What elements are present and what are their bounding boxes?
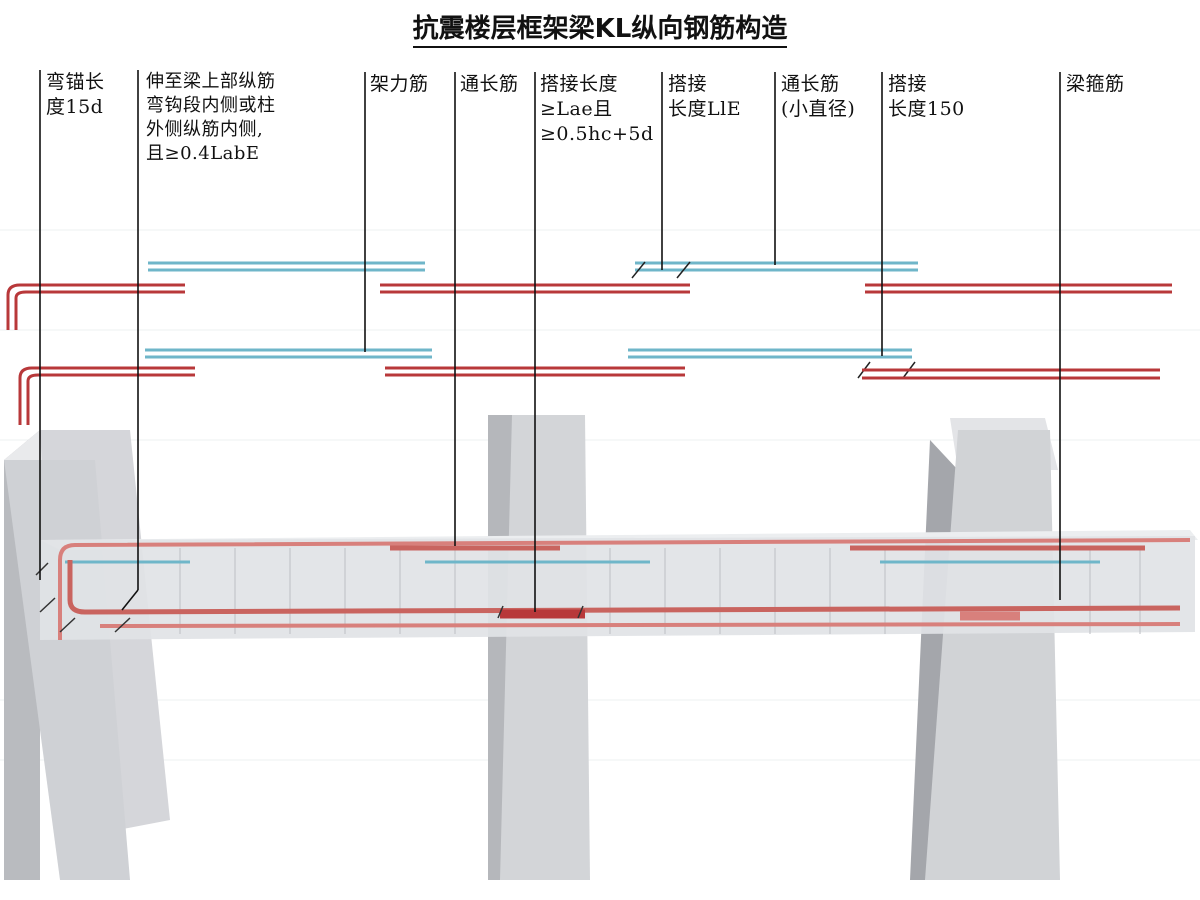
beam-top-rebar-left-hook bbox=[58, 538, 1191, 640]
top-row-left-hook bbox=[6, 283, 185, 330]
label-bend-anchor: 弯锚长 度15d bbox=[46, 71, 105, 118]
label-lap-length: 搭接长度 ≥Lae且 ≥0.5hc+5d bbox=[540, 73, 654, 145]
exploded-second-row bbox=[18, 348, 1160, 425]
beam-bottom-tick-1 bbox=[39, 597, 56, 613]
label-extend-to-top: 伸至梁上部纵筋 弯钩段内侧或柱 外侧纵筋内侧, 且≥0.4LabE bbox=[146, 71, 276, 164]
exploded-top-row bbox=[6, 261, 1172, 330]
beam-bottom-tick-2 bbox=[59, 617, 76, 633]
beam-top-tick-1 bbox=[35, 562, 49, 576]
label-lap-150: 搭接 长度150 bbox=[888, 73, 965, 120]
top-row-lap-tick-1 bbox=[631, 261, 646, 279]
beam-bottom-tick-5 bbox=[577, 605, 584, 619]
diagram-title-text: 抗震楼层框架梁KL纵向钢筋构造 bbox=[412, 14, 788, 48]
beam-bottom-tick-3 bbox=[114, 617, 131, 633]
label-stirrup: 梁箍筋 bbox=[1066, 73, 1125, 95]
label-lap-length-le: 搭接 长度LlE bbox=[668, 73, 742, 120]
leader-lines bbox=[39, 70, 1061, 612]
column-right bbox=[910, 418, 1060, 880]
beam-top-rebars bbox=[58, 538, 1191, 640]
diagram-title: 抗震楼层框架梁KL纵向钢筋构造 bbox=[0, 8, 1200, 48]
top-row-lap-tick-2 bbox=[676, 261, 691, 279]
beam-bottom-tick-4 bbox=[497, 605, 504, 619]
column-left bbox=[4, 430, 170, 880]
leader-extend-to-top-hook bbox=[121, 589, 139, 611]
second-row-left-hook bbox=[18, 366, 195, 425]
beam-bottom-rebar-left-hook bbox=[67, 560, 1181, 615]
column-middle-front bbox=[500, 415, 590, 880]
beam-bottom-rebar-second bbox=[99, 622, 1181, 628]
label-through-bar-small: 通长筋 (小直径) bbox=[781, 73, 856, 120]
label-through-bar: 通长筋 bbox=[460, 73, 519, 95]
column-middle bbox=[488, 415, 590, 880]
beam-bottom-rebars bbox=[35, 560, 1181, 633]
second-row-left-hook-2 bbox=[26, 373, 195, 425]
top-row-left-hook-2 bbox=[14, 290, 185, 330]
label-erection-bar: 架力筋 bbox=[370, 73, 429, 95]
